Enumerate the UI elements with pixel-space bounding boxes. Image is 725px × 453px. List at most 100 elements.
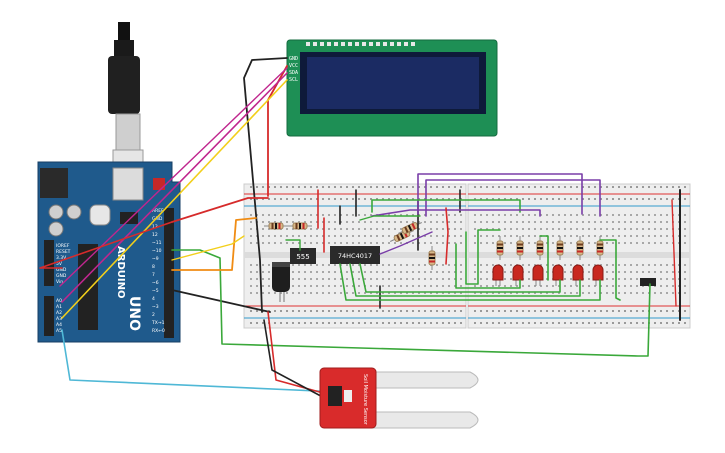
grid-hole	[268, 242, 270, 244]
rail-hole	[340, 198, 342, 200]
grid-hole	[394, 292, 396, 294]
grid-hole	[612, 264, 614, 266]
grid-hole	[636, 285, 638, 287]
grid-hole	[322, 292, 324, 294]
rail-hole	[340, 310, 342, 312]
rail-hole	[364, 322, 366, 324]
grid-hole	[504, 264, 506, 266]
grid-hole	[558, 285, 560, 287]
grid-hole	[400, 228, 402, 230]
grid-hole	[516, 214, 518, 216]
grid-hole	[516, 221, 518, 223]
lcd-header-pin	[369, 42, 373, 46]
digital-pin-label: ~11	[152, 240, 162, 246]
grid-hole	[304, 278, 306, 280]
rail-hole	[546, 310, 548, 312]
resistor	[428, 246, 436, 270]
grid-hole	[400, 271, 402, 273]
grid-hole	[358, 242, 360, 244]
rail-hole	[334, 322, 336, 324]
rail-hole	[600, 322, 602, 324]
rail-hole	[328, 322, 330, 324]
wire-gnd	[171, 289, 271, 313]
wiring	[39, 57, 681, 403]
rail-hole	[660, 186, 662, 188]
grid-hole	[274, 221, 276, 223]
grid-hole	[406, 292, 408, 294]
grid-hole	[286, 228, 288, 230]
grid-hole	[262, 271, 264, 273]
rail-hole	[486, 322, 488, 324]
rail-hole	[322, 310, 324, 312]
grid-hole	[394, 278, 396, 280]
grid-hole	[540, 292, 542, 294]
lcd-header-pin	[327, 42, 331, 46]
ic-74hc4017: 74HC4017	[330, 246, 380, 264]
grid-hole	[424, 221, 426, 223]
grid-hole	[340, 228, 342, 230]
rail-hole	[454, 198, 456, 200]
rail-hole	[346, 198, 348, 200]
grid-hole	[370, 228, 372, 230]
rail-hole	[540, 310, 542, 312]
grid-hole	[328, 221, 330, 223]
grid-hole	[370, 235, 372, 237]
lcd-pin-gnd: GND	[289, 56, 298, 62]
rail-hole	[310, 322, 312, 324]
grid-hole	[436, 235, 438, 237]
grid-hole	[648, 271, 650, 273]
grid-hole	[510, 264, 512, 266]
rail-hole	[268, 198, 270, 200]
grid-hole	[340, 214, 342, 216]
grid-hole	[564, 271, 566, 273]
rail-hole	[504, 186, 506, 188]
grid-hole	[654, 242, 656, 244]
grid-hole	[346, 242, 348, 244]
analog-header	[44, 296, 54, 336]
led-group	[492, 264, 604, 286]
rail-hole	[448, 198, 450, 200]
rail-hole	[358, 198, 360, 200]
grid-hole	[358, 285, 360, 287]
rail-hole	[412, 186, 414, 188]
grid-hole	[630, 221, 632, 223]
grid-hole	[370, 285, 372, 287]
grid-hole	[364, 271, 366, 273]
rail-hole	[546, 198, 548, 200]
grid-hole	[430, 292, 432, 294]
rail-hole	[280, 198, 282, 200]
resistor	[576, 236, 584, 260]
grid-hole	[370, 292, 372, 294]
grid-hole	[582, 228, 584, 230]
rail-hole	[388, 322, 390, 324]
grid-hole	[424, 278, 426, 280]
digital-pin-label: 2	[152, 312, 155, 318]
grid-hole	[636, 242, 638, 244]
grid-hole	[684, 292, 686, 294]
grid-hole	[316, 292, 318, 294]
rail-hole	[594, 186, 596, 188]
rail-hole	[666, 322, 668, 324]
grid-hole	[322, 235, 324, 237]
rail-hole	[618, 198, 620, 200]
grid-hole	[534, 264, 536, 266]
rail-hole	[358, 186, 360, 188]
rail-hole	[382, 310, 384, 312]
resistor	[288, 222, 312, 230]
grid-hole	[304, 242, 306, 244]
grid-hole	[442, 221, 444, 223]
grid-hole	[364, 214, 366, 216]
grid-hole	[510, 221, 512, 223]
grid-hole	[340, 264, 342, 266]
grid-hole	[552, 235, 554, 237]
grid-hole	[648, 242, 650, 244]
grid-hole	[600, 264, 602, 266]
rail-hole	[424, 322, 426, 324]
grid-hole	[666, 214, 668, 216]
grid-hole	[376, 264, 378, 266]
grid-hole	[250, 235, 252, 237]
rail-hole	[582, 310, 584, 312]
grid-hole	[480, 264, 482, 266]
rail-hole	[666, 198, 668, 200]
